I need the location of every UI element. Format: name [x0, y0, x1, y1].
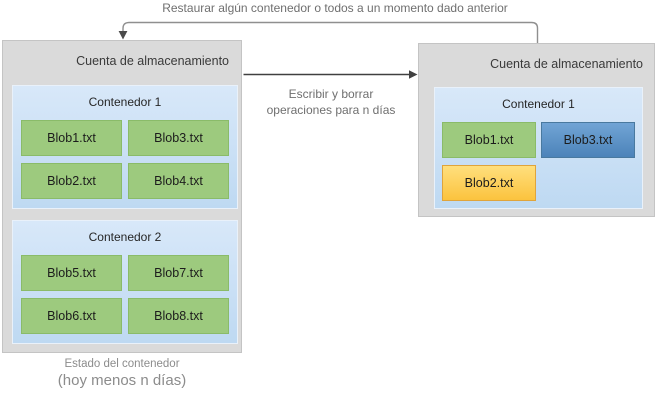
container-label: Contenedor 1 — [502, 97, 575, 111]
restore-annotation: Restaurar algún contenedor o todos a un … — [162, 1, 508, 15]
blob: Blob2.txt — [442, 165, 536, 201]
state-annotation-line1: Estado del contenedor — [64, 358, 180, 370]
operations-arrow-head-icon — [409, 70, 418, 79]
blob: Blob3.txt — [128, 120, 229, 156]
blob: Blob6.txt — [21, 298, 122, 334]
storage-account-title: Cuenta de almacenamiento — [490, 57, 643, 71]
state-annotation-line2: (hoy menos n días) — [57, 372, 187, 389]
blob: Blob2.txt — [21, 163, 122, 199]
blob-grid: Blob5.txt Blob7.txt Blob6.txt Blob8.txt — [21, 255, 229, 334]
storage-account-box-before: Cuenta de almacenamiento Contenedor 1 Bl… — [2, 40, 242, 353]
storage-account-box-after: Cuenta de almacenamiento Contenedor 1 Bl… — [418, 43, 655, 217]
blob: Blob5.txt — [21, 255, 122, 291]
blob: Blob1.txt — [442, 122, 536, 158]
restore-arrow-head-icon — [118, 31, 128, 40]
operations-annotation-line2: operaciones para n días — [266, 103, 396, 117]
blob: Blob4.txt — [128, 163, 229, 199]
blob-grid: Blob1.txt Blob3.txt Blob2.txt Blob4.txt — [21, 120, 229, 199]
blob: Blob3.txt — [541, 122, 635, 158]
blob: Blob8.txt — [128, 298, 229, 334]
blob: Blob7.txt — [128, 255, 229, 291]
container-label: Contenedor 1 — [88, 95, 162, 109]
blob: Blob1.txt — [21, 120, 122, 156]
blob-grid: Blob1.txt Blob3.txt Blob2.txt — [442, 122, 635, 201]
state-annotation: Estado del contenedor (hoy menos n días) — [2, 358, 242, 389]
container-box-1: Contenedor 1 Blob1.txt Blob3.txt Blob2.t… — [12, 85, 238, 209]
container-label: Contenedor 2 — [88, 230, 162, 244]
container-box-1-after: Contenedor 1 Blob1.txt Blob3.txt Blob2.t… — [434, 87, 643, 209]
operations-annotation: Escribir y borrar operaciones para n día… — [248, 86, 414, 118]
operations-annotation-line1: Escribir y borrar — [288, 87, 374, 101]
container-box-2: Contenedor 2 Blob5.txt Blob7.txt Blob6.t… — [12, 220, 238, 344]
storage-account-title: Cuenta de almacenamiento — [76, 54, 229, 68]
